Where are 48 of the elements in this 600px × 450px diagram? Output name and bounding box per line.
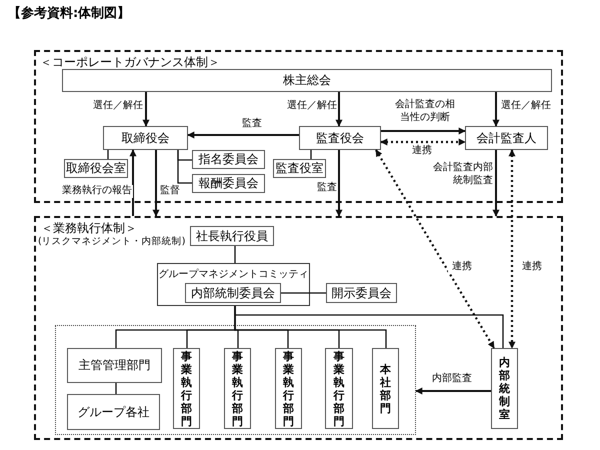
org-box: 内部統制委員会	[185, 283, 281, 303]
dotted-arrow	[508, 149, 516, 349]
section-title: グループマネジメントコミッティ	[158, 268, 309, 281]
section-subtitle: (リスクマネジメント・内部統制)	[38, 235, 186, 248]
arrow	[336, 92, 342, 127]
org-box: 指名委員会	[192, 150, 265, 169]
org-box: 取締役会室	[64, 159, 128, 178]
org-box: 事業執行部門	[224, 348, 251, 429]
org-box: 内部統制室	[491, 348, 518, 429]
org-box: 監査役室	[273, 159, 326, 178]
org-box: 本社部門	[372, 348, 399, 429]
org-box: 株主総会	[62, 69, 552, 92]
connector-line	[281, 292, 326, 294]
org-box: 事業執行部門	[173, 348, 200, 429]
org-box: 監査役会	[299, 126, 381, 150]
dotted-frame	[55, 325, 416, 435]
dotted-arrow	[375, 149, 495, 349]
arrow	[492, 150, 500, 217]
dotted-arrow	[380, 138, 466, 146]
arrow	[130, 149, 136, 216]
connector-line	[234, 246, 236, 263]
arrow	[336, 150, 342, 217]
org-box: 開示委員会	[326, 283, 397, 303]
arrow	[381, 128, 466, 134]
org-box: 会計監査人	[465, 126, 548, 150]
connector-line	[310, 150, 312, 159]
edge-label: 会計監査内部統制監査	[430, 162, 494, 187]
connector-line	[234, 306, 504, 348]
connector-line	[115, 383, 117, 394]
arrow	[187, 132, 299, 138]
org-box: 主管管理部門	[67, 348, 162, 383]
org-box: グループ各社	[67, 394, 160, 430]
section-frame	[34, 216, 563, 440]
connector-line	[107, 150, 109, 159]
diagram-title: 【参考資料:体制図】	[8, 5, 130, 22]
committee-frame	[157, 263, 310, 306]
org-box: 取締役会	[103, 126, 188, 150]
org-box: 社長執行役員	[190, 226, 274, 246]
org-box: 事業執行部門	[325, 348, 353, 429]
arrow	[492, 92, 500, 127]
section-title: ＜業務執行体制＞	[41, 220, 137, 237]
section-title: ＜コーポレートガバナンス体制＞	[40, 54, 220, 71]
arrow	[142, 92, 150, 127]
arrow	[152, 150, 160, 217]
connector-line	[177, 150, 192, 184]
org-box: 事業執行部門	[275, 348, 302, 429]
arrow	[415, 388, 491, 394]
org-box: 報酬委員会	[192, 174, 265, 193]
